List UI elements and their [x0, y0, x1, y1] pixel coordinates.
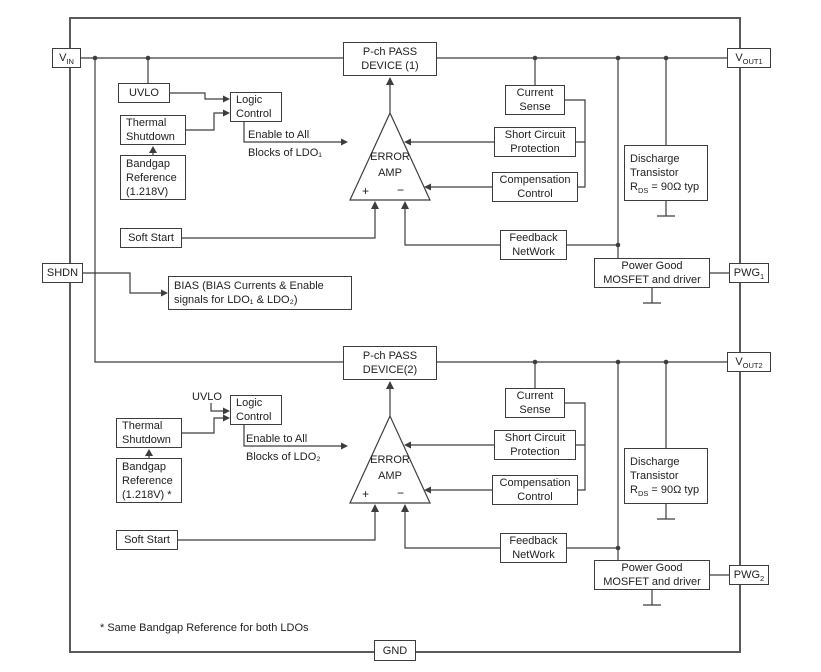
block-pass-device-2: P-ch PASS DEVICE(2): [343, 346, 437, 380]
error-amp-1-label: ERROR AMP: [370, 151, 410, 179]
pin-vin-label: VIN: [59, 52, 74, 67]
pin-pwg2-label: PWG2: [733, 569, 765, 584]
block-power-good-1: Power Good MOSFET and driver: [594, 258, 710, 288]
block-feedback-network-2: Feedback NetWork: [500, 533, 567, 563]
pin-vout1: VOUT1: [727, 48, 771, 68]
error-amp-2-triangle: [349, 414, 431, 504]
error-amp-2-plus: +: [362, 487, 370, 501]
pin-vout1-label: VOUT1: [735, 52, 763, 67]
block-thermal-shutdown-1: Thermal Shutdown: [120, 115, 186, 145]
block-pass-device-1: P-ch PASS DEVICE (1): [343, 42, 437, 76]
pin-pwg1: PWG1: [729, 263, 769, 283]
pin-vin: VIN: [52, 48, 81, 68]
enable-note-2: Enable to All Blocks of LDO₂: [246, 433, 321, 463]
error-amp-1-triangle: [349, 111, 431, 201]
enable-note-1: Enable to All Blocks of LDO₁: [248, 129, 323, 159]
pin-gnd: GND: [374, 640, 416, 661]
block-thermal-shutdown-2: Thermal Shutdown: [116, 418, 182, 448]
block-compensation-control-1: Compensation Control: [492, 172, 578, 202]
block-logic-control-1: Logic Control: [230, 92, 282, 122]
pin-pwg1-label: PWG1: [733, 267, 765, 282]
block-bandgap-reference-1: Bandgap Reference (1.218V): [120, 155, 186, 200]
error-amp-2-minus: −: [397, 486, 405, 500]
wires-ldo1: [81, 57, 729, 363]
block-uvlo-1: UVLO: [118, 83, 170, 103]
block-feedback-network-1: Feedback NetWork: [500, 230, 567, 260]
block-short-circuit-protection-2: Short Circuit Protection: [494, 430, 576, 460]
block-short-circuit-protection-1: Short Circuit Protection: [494, 127, 576, 157]
block-soft-start-1: Soft Start: [120, 228, 182, 248]
block-soft-start-2: Soft Start: [116, 530, 178, 550]
junction-dots: [92, 55, 669, 551]
chip-border: [69, 17, 741, 653]
block-bias: BIAS (BIAS Currents & Enable signals for…: [168, 276, 352, 310]
pin-vout2: VOUT2: [727, 352, 771, 372]
uvlo-2-label: UVLO: [192, 391, 222, 403]
wires-ldo2: [148, 361, 729, 606]
pin-shdn: SHDN: [42, 263, 83, 283]
block-compensation-control-2: Compensation Control: [492, 475, 578, 505]
footnote: * Same Bandgap Reference for both LDOs: [100, 622, 309, 634]
pin-vout2-label: VOUT2: [735, 356, 763, 371]
arrowheads: [145, 77, 431, 512]
error-amp-2-label: ERROR AMP: [370, 454, 410, 482]
block-current-sense-2: Current Sense: [505, 388, 565, 418]
block-logic-control-2: Logic Control: [230, 395, 282, 425]
block-current-sense-1: Current Sense: [505, 85, 565, 115]
block-power-good-2: Power Good MOSFET and driver: [594, 560, 710, 590]
error-amp-1-minus: −: [397, 183, 405, 197]
pin-pwg2: PWG2: [729, 565, 769, 585]
block-bandgap-reference-2: Bandgap Reference (1.218V) *: [116, 458, 182, 503]
error-amp-1-plus: +: [362, 184, 370, 198]
